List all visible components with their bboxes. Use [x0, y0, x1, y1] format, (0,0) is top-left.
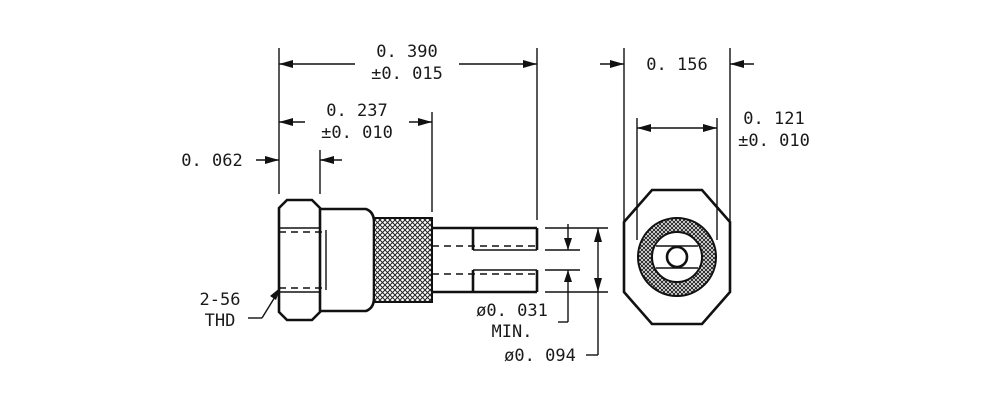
pin-hole-note: MIN. — [492, 322, 533, 342]
knurled-section — [373, 217, 433, 303]
inner-width-value: 0. 121 — [743, 109, 804, 129]
inner-width-tolerance: ±0. 010 — [738, 131, 810, 151]
overall-length-value: 0. 390 — [376, 42, 437, 62]
dimension-mid-length: 0. 237 ±0. 010 — [279, 98, 432, 143]
hex-nut — [277, 198, 327, 322]
thread-type: THD — [205, 311, 236, 331]
overall-length-tolerance: ±0. 015 — [371, 64, 443, 84]
thread-callout: 2-56 THD — [200, 287, 281, 331]
hex-thickness-value: 0. 062 — [181, 151, 242, 171]
hex-outline — [622, 188, 732, 326]
pin-diameter-value: ø0. 094 — [504, 346, 576, 366]
dimension-pin-diameter: ø0. 094 — [504, 227, 608, 366]
hex-flats-value: 0. 156 — [646, 55, 707, 75]
pin — [432, 226, 539, 294]
thread-size: 2-56 — [200, 290, 241, 310]
dimension-hex-thickness: 0. 062 — [181, 151, 342, 171]
dimension-inner-width: 0. 121 ±0. 010 — [637, 109, 810, 151]
shoulder-body — [320, 207, 376, 313]
mid-length-tolerance: ±0. 010 — [321, 123, 393, 143]
dimension-hex-flats: 0. 156 — [600, 55, 754, 75]
extension-lines — [278, 48, 538, 220]
pin-hole — [665, 245, 689, 269]
end-view — [622, 188, 732, 326]
dimension-overall-length: 0. 390 ±0. 015 — [279, 40, 537, 84]
mid-length-value: 0. 237 — [326, 101, 387, 121]
pin-hole-value: ø0. 031 — [476, 301, 548, 321]
side-view — [277, 198, 539, 322]
end-view-extension-lines — [623, 48, 731, 240]
dimension-pin-hole: ø0. 031 MIN. — [476, 224, 580, 342]
